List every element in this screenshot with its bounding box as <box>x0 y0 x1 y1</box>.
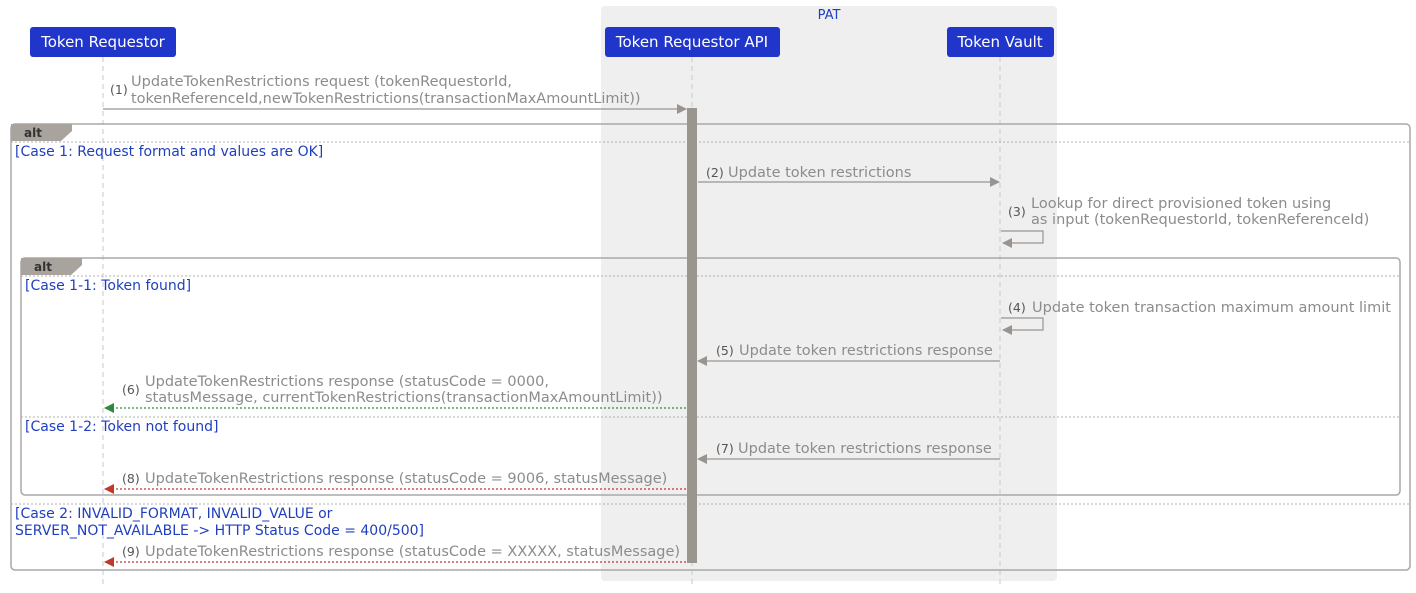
msg-2-text: Update token restrictions <box>728 165 911 181</box>
outer-alt-tab <box>11 124 72 141</box>
guard-case-1-2: [Case 1-2: Token not found] <box>25 419 218 435</box>
guard-case-2-line-1: [Case 2: INVALID_FORMAT, INVALID_VALUE o… <box>15 506 333 522</box>
msg-6-line-1: UpdateTokenRestrictions response (status… <box>145 374 549 390</box>
activation-bar <box>687 108 697 563</box>
pat-box <box>601 6 1057 581</box>
msg-9-text: UpdateTokenRestrictions response (status… <box>145 544 680 560</box>
actor-token-requestor: Token Requestor <box>40 33 166 51</box>
inner-alt-tab <box>21 258 82 275</box>
msg-1-line-2: tokenReferenceId,newTokenRestrictions(tr… <box>131 91 641 107</box>
actor-token-requestor-api-box <box>605 27 780 57</box>
msg-6-number: (6) <box>122 382 140 397</box>
actor-token-vault: Token Vault <box>956 33 1042 51</box>
outer-alt-frame <box>10 123 1411 571</box>
inner-alt-label: alt <box>34 260 52 274</box>
msg-6-line-2: statusMessage, currentTokenRestrictions(… <box>145 390 663 406</box>
guard-case-1-1: [Case 1-1: Token found] <box>25 278 191 294</box>
inner-alt-frame <box>20 257 1401 496</box>
msg-1-number: (1) <box>110 82 128 97</box>
msg-7-number: (7) <box>716 441 734 456</box>
msg-3-number: (3) <box>1008 204 1026 219</box>
msg-1-line-1: UpdateTokenRestrictions request (tokenRe… <box>131 74 512 90</box>
msg-8-text: UpdateTokenRestrictions response (status… <box>145 471 667 487</box>
msg-3-line-2: as input (tokenRequestorId, tokenReferen… <box>1031 212 1369 228</box>
actor-token-vault-box <box>947 27 1054 57</box>
msg-2-number: (2) <box>706 165 724 180</box>
arrow-3 <box>1001 230 1044 248</box>
msg-7-text: Update token restrictions response <box>738 441 992 457</box>
msg-3-line-1: Lookup for direct provisioned token usin… <box>1031 196 1331 212</box>
msg-4-number: (4) <box>1008 300 1026 315</box>
msg-8-number: (8) <box>122 471 140 486</box>
msg-9-number: (9) <box>122 544 140 559</box>
pat-box-title: PAT <box>818 8 841 23</box>
guard-case-1: [Case 1: Request format and values are O… <box>15 144 323 160</box>
actor-token-requestor-box <box>30 27 176 57</box>
msg-4-text: Update token transaction maximum amount … <box>1032 300 1391 316</box>
msg-5-number: (5) <box>716 343 734 358</box>
actor-token-requestor-api: Token Requestor API <box>615 33 768 51</box>
guard-case-2-line-2: SERVER_NOT_AVAILABLE -> HTTP Status Code… <box>15 523 424 539</box>
outer-alt-label: alt <box>24 126 42 140</box>
msg-5-text: Update token restrictions response <box>739 343 993 359</box>
arrow-4 <box>1001 317 1044 335</box>
